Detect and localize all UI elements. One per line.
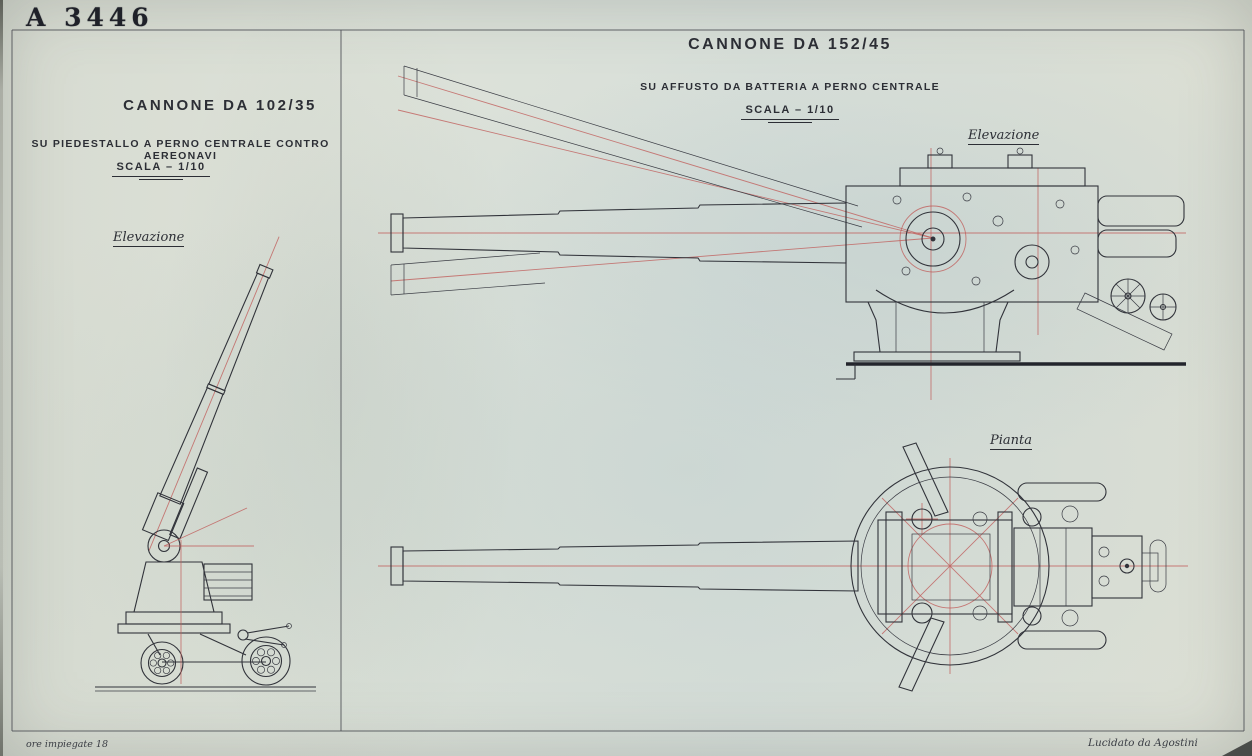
gun-102-35-elevation-drawing (95, 236, 316, 692)
right-panel-scale: SCALA – 1/10 (741, 104, 839, 123)
left-panel-title: CANNONE DA 102/35 (123, 97, 317, 114)
footer-tracer-signature: Lucidato da Agostini (1088, 737, 1198, 749)
left-panel-subtitle: SU PIEDESTALLO A PERNO CENTRALE CONTRO A… (31, 138, 334, 162)
right-plan-label: Pianta (990, 433, 1033, 450)
wheel-left (140, 641, 184, 685)
gun-152-45-elevation-drawing (378, 65, 1186, 400)
right-panel-subtitle: SU AFFUSTO DA BATTERIA A PERNO CENTRALE (640, 81, 940, 93)
right-panel-title: CANNONE DA 152/45 (688, 36, 892, 53)
sheet-frame (11, 29, 1245, 732)
scan-edge-left (0, 0, 3, 756)
archive-stamp: A 3446 (26, 3, 154, 32)
left-panel-scale: SCALA – 1/10 (112, 161, 210, 180)
scan-corner-shadow (1222, 740, 1252, 756)
right-elevation-label: Elevazione (968, 128, 1040, 145)
elevation-handwheel (1110, 278, 1146, 314)
left-view-label: Elevazione (113, 230, 185, 247)
gun-152-45-plan-drawing (378, 442, 1188, 692)
wheel-right (241, 636, 291, 686)
training-handwheel (1149, 293, 1177, 321)
footer-hours-note: ore impiegate 18 (26, 739, 108, 750)
